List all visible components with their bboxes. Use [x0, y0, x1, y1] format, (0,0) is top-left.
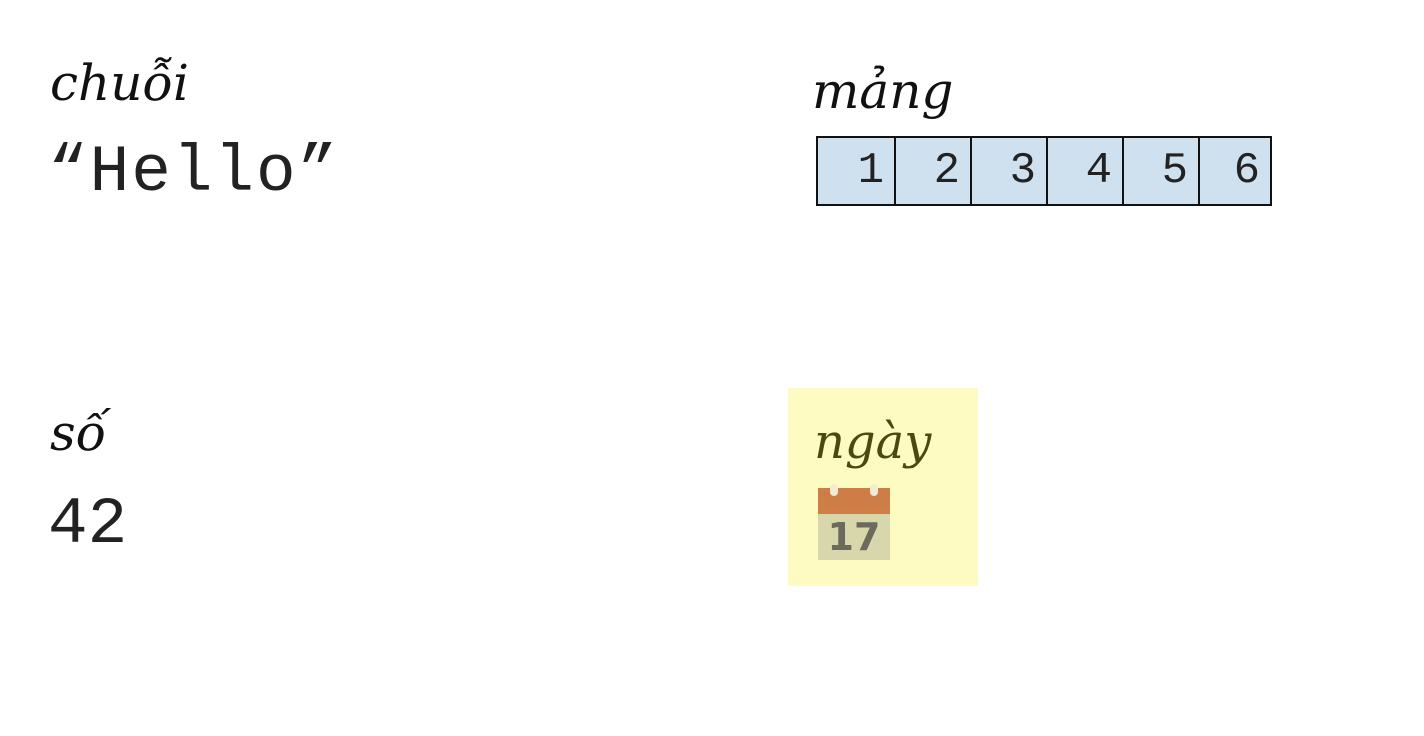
array-cell: 1	[857, 146, 884, 196]
array-cell: 2	[894, 138, 970, 204]
number-type-label: số	[50, 404, 107, 462]
array-type-label: mảng	[812, 62, 954, 120]
calendar-ring	[870, 484, 878, 496]
string-type-label: chuỗi	[50, 54, 189, 112]
array-cell: 6	[1198, 138, 1270, 204]
array-example: 1 2 3 4 5 6	[816, 136, 1272, 206]
array-cell: 3	[970, 138, 1046, 204]
calendar-icon: 17	[818, 484, 890, 560]
calendar-ring	[830, 484, 838, 496]
calendar-day-number: 17	[818, 514, 890, 560]
date-type-label: ngày	[814, 414, 932, 470]
array-cell: 5	[1122, 138, 1198, 204]
number-example-value: 42	[48, 487, 128, 562]
date-note: ngày 17	[788, 388, 978, 586]
array-cell: 4	[1046, 138, 1122, 204]
string-example-value: “Hello”	[48, 135, 340, 210]
calendar-header	[818, 484, 890, 514]
